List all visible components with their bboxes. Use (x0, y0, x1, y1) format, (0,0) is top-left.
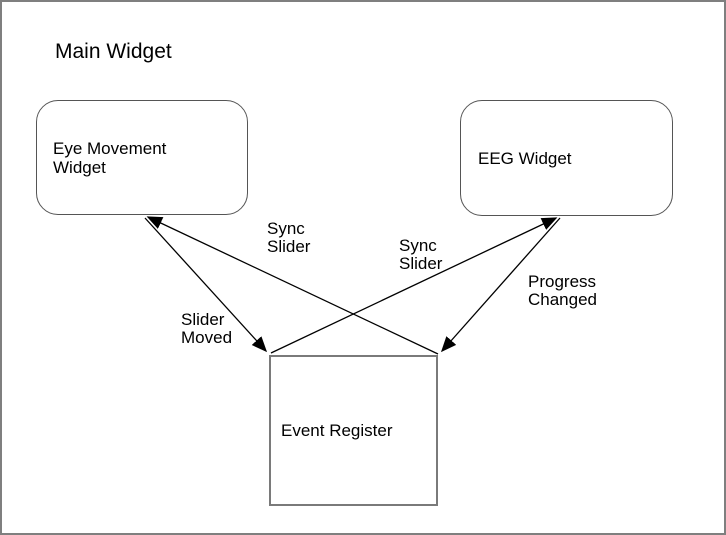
node-event-register: Event Register (269, 355, 438, 506)
edge-label-slider-moved: Slider Moved (181, 310, 233, 347)
node-eye-movement-widget-label: Eye Movement Widget (53, 138, 167, 177)
node-eye-movement-widget: Eye Movement Widget (36, 100, 248, 215)
edge-label-sync-slider-right: Sync Slider (399, 236, 443, 273)
node-eeg-widget: EEG Widget (460, 100, 673, 216)
edge-label-sync-slider-left: Sync Slider (267, 219, 311, 256)
node-event-register-label: Event Register (281, 421, 393, 440)
node-eeg-widget-label: EEG Widget (478, 148, 572, 168)
edge-label-progress-changed: Progress Changed (528, 272, 598, 309)
diagram-title: Main Widget (55, 40, 172, 63)
